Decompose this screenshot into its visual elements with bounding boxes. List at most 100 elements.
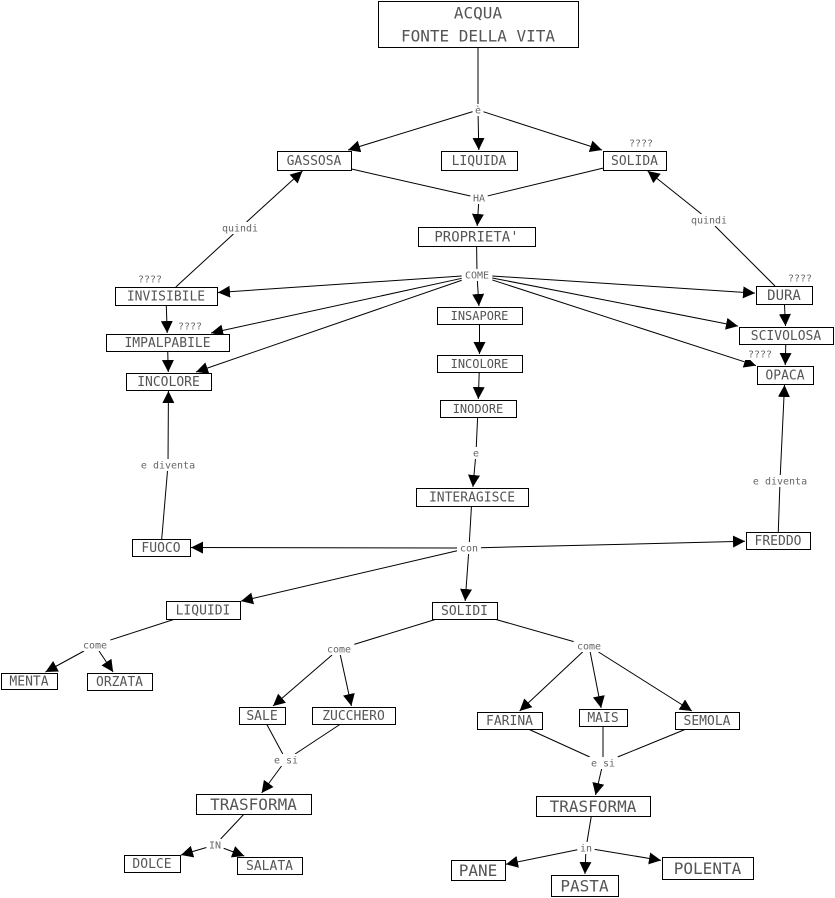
node-mais[interactable]: MAIS	[579, 709, 628, 727]
link-label-bg	[573, 640, 605, 652]
node-sale[interactable]: SALE	[239, 707, 286, 725]
arrow-pane	[505, 849, 578, 868]
link-label-bg	[136, 459, 200, 471]
connector-line	[350, 168, 471, 197]
arrow-trasforma1	[261, 765, 282, 794]
connector-line	[494, 618, 574, 643]
node-label: IMPALPABILE	[124, 336, 210, 351]
arrow-invisibile	[217, 275, 462, 298]
link-label-bg	[174, 320, 206, 332]
arrow-solida	[647, 170, 702, 215]
node-gassosa[interactable]: GASSOSA	[277, 151, 352, 171]
node-label: INCOLORE	[451, 357, 509, 371]
node-box	[551, 875, 619, 897]
arrow-solida	[483, 111, 603, 153]
link-labels-layer: èHACOMEquindiquindi????????????????????e…	[79, 104, 816, 855]
node-box	[451, 860, 506, 881]
node-box	[115, 287, 218, 306]
node-box	[440, 400, 517, 418]
link-label: con	[460, 544, 478, 555]
node-trasforma1[interactable]: TRASFORMA	[196, 794, 312, 815]
link-label-bg	[587, 757, 619, 769]
node-box	[536, 796, 651, 817]
node-invisibile[interactable]: INVISIBILE	[115, 287, 218, 306]
node-liquidi[interactable]: LIQUIDI	[166, 601, 241, 620]
node-dura[interactable]: DURA	[756, 286, 813, 305]
node-box	[132, 539, 191, 557]
node-label: INVISIBILE	[127, 290, 205, 305]
node-label: SEMOLA	[684, 714, 731, 729]
arrow-mais	[589, 651, 605, 709]
node-incolore2[interactable]: INCOLORE	[437, 355, 523, 373]
node-impalpabile[interactable]: IMPALPABILE	[106, 334, 230, 352]
node-farina[interactable]: FARINA	[477, 712, 543, 730]
node-trasforma2[interactable]: TRASFORMA	[536, 796, 651, 817]
node-opaca[interactable]: OPACA	[757, 366, 814, 385]
node-pasta[interactable]: PASTA	[551, 875, 619, 897]
node-box	[432, 602, 498, 620]
node-dolce[interactable]: DOLCE	[124, 855, 181, 873]
node-menta[interactable]: MENTA	[1, 673, 58, 690]
node-solidi[interactable]: SOLIDI	[432, 602, 498, 620]
node-label: INSAPORE	[451, 309, 509, 323]
node-label: INTERAGISCE	[429, 491, 515, 506]
node-box	[746, 532, 811, 550]
node-box	[277, 151, 352, 171]
connector-line	[586, 815, 592, 843]
node-salata[interactable]: SALATA	[237, 857, 303, 875]
arrow-incolore1	[195, 279, 462, 374]
node-liquida[interactable]: LIQUIDA	[441, 151, 518, 171]
link-label: ????	[138, 275, 162, 286]
arrow-opaca	[777, 384, 790, 476]
link-label-bg	[457, 542, 481, 554]
arrow-gassosa	[347, 111, 473, 153]
node-interagisce[interactable]: INTERAGISCE	[416, 488, 529, 507]
node-fuoco[interactable]: FUOCO	[132, 539, 191, 557]
connector-line	[294, 723, 341, 755]
node-scivolosa[interactable]: SCIVOLOSA	[739, 327, 834, 345]
node-solida[interactable]: SOLIDA	[603, 151, 667, 171]
node-incolore1[interactable]: INCOLORE	[126, 373, 212, 391]
link-label: ????	[178, 322, 202, 333]
link-label: ????	[788, 274, 812, 285]
node-label: ACQUA	[454, 3, 503, 22]
node-zucchero[interactable]: ZUCCHERO	[312, 707, 396, 725]
arrow-gassosa	[246, 170, 303, 223]
arrow-dura	[492, 275, 756, 299]
node-inodore[interactable]: INODORE	[440, 400, 517, 418]
node-label: MAIS	[587, 711, 618, 726]
link-label-bg	[577, 842, 595, 854]
node-box	[739, 327, 834, 345]
node-label: SALATA	[246, 859, 293, 874]
node-semola[interactable]: SEMOLA	[675, 712, 740, 730]
link-label: e si	[591, 759, 615, 770]
node-box	[441, 151, 518, 171]
arrow-opaca	[492, 279, 757, 368]
node-insapore[interactable]: INSAPORE	[437, 307, 523, 325]
node-box	[416, 488, 529, 507]
node-freddo[interactable]: FREDDO	[746, 532, 811, 550]
node-label: DURA	[767, 288, 801, 304]
node-box	[312, 707, 396, 725]
link-label-bg	[461, 269, 493, 281]
connector-line	[487, 167, 604, 197]
node-orzata[interactable]: ORZATA	[87, 673, 153, 691]
link-label-bg	[134, 273, 166, 285]
node-box	[437, 355, 523, 373]
node-box	[196, 794, 312, 815]
node-label: PANE	[459, 861, 498, 880]
node-pane[interactable]: PANE	[451, 860, 506, 881]
node-box	[437, 307, 523, 325]
link-label-bg	[470, 192, 488, 204]
arrow-pasta	[579, 853, 592, 875]
link-label: in	[580, 844, 592, 855]
node-label: FREDDO	[755, 534, 802, 549]
link-label-bg	[79, 639, 111, 651]
arrow-salata	[223, 846, 245, 858]
node-polenta[interactable]: POLENTA	[662, 857, 754, 880]
link-label: quindi	[222, 224, 258, 235]
node-box	[166, 601, 241, 620]
node-proprieta[interactable]: PROPRIETA'	[418, 227, 536, 247]
connector-line	[617, 728, 687, 758]
